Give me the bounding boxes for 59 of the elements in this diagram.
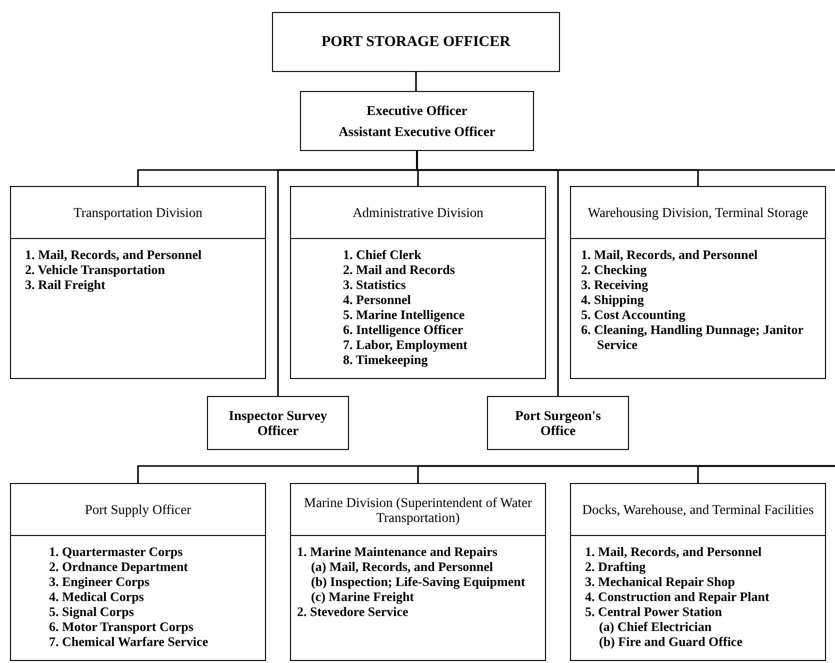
list-item: 2. Drafting (585, 559, 647, 574)
list-item: 3. Mechanical Repair Shop (585, 574, 736, 589)
list-item: 1. Chief Clerk (343, 247, 422, 262)
officer-box (272, 12, 560, 72)
list-item: (b) Fire and Guard Office (599, 634, 744, 649)
division-heading: Administrative Division (352, 205, 484, 220)
division-box (290, 186, 546, 379)
division-heading: Marine Division (Superintendent of Water Transportation) (302, 494, 534, 524)
list-item: 5. Signal Corps (49, 604, 135, 619)
division-box (290, 483, 546, 661)
division-heading: Port Supply Officer (84, 502, 192, 517)
officer-box (487, 396, 629, 450)
list-item: 5. Cost Accounting (581, 307, 686, 322)
officer-title: Inspector Survey Officer (228, 408, 328, 438)
division-box (570, 483, 826, 661)
list-item: 1. Quartermaster Corps (49, 544, 184, 559)
officer-title: Assistant Executive Officer (338, 124, 496, 139)
list-item: 1. Marine Maintenance and Repairs (297, 544, 498, 559)
list-item: 3. Receiving (581, 277, 650, 292)
connector-line (697, 465, 835, 483)
officer-box (300, 91, 534, 151)
division-box (10, 483, 266, 661)
list-item: 2. Ordnance Department (49, 559, 190, 574)
division-heading: Warehousing Division, Terminal Storage (588, 205, 808, 220)
list-item: 7. Chemical Warfare Service (49, 634, 210, 649)
division-box (570, 186, 826, 379)
list-item: 4. Construction and Repair Plant (585, 589, 770, 604)
list-item: 6. Cleaning, Handling Dunnage; Janitor Service (581, 322, 804, 352)
list-item: 2. Vehicle Transportation (25, 262, 166, 277)
list-item: (a) Mail, Records, and Personnel (311, 559, 494, 574)
list-item: 6. Intelligence Officer (343, 322, 464, 337)
list-item: (b) Inspection; Life-Saving Equipment (311, 574, 526, 589)
officer-title: Executive Officer (366, 103, 468, 118)
list-item: 8. Timekeeping (343, 352, 429, 367)
list-item: 1. Mail, Records, and Personnel (581, 247, 759, 262)
list-item: 5. Central Power Station (585, 604, 723, 619)
division-box (10, 186, 266, 379)
list-item: 3. Statistics (343, 277, 407, 292)
officer-title: Port Surgeon's Office (514, 408, 602, 438)
division-heading: Transportation Division (74, 205, 202, 220)
list-item: 2. Mail and Records (343, 262, 456, 277)
list-item: 3. Engineer Corps (49, 574, 151, 589)
list-item: 4. Shipping (581, 292, 645, 307)
officer-title: PORT STORAGE OFFICER (322, 34, 510, 50)
list-item: 5. Marine Intelligence (343, 307, 466, 322)
division-heading: Docks, Warehouse, and Terminal Facilities (582, 502, 814, 517)
list-item: 1. Mail, Records, and Personnel (585, 544, 763, 559)
list-item: 7. Labor, Employment (343, 337, 468, 352)
list-item: 4. Personnel (343, 292, 412, 307)
list-item: (a) Chief Electrician (599, 619, 713, 634)
list-item: 4. Medical Corps (49, 589, 145, 604)
connector-line (415, 72, 417, 91)
officer-box (207, 396, 349, 450)
list-item: 1. Mail, Records, and Personnel (25, 247, 203, 262)
list-item: (c) Marine Freight (311, 589, 415, 604)
list-item: 6. Motor Transport Corps (49, 619, 194, 634)
list-item: 2. Stevedore Service (297, 604, 410, 619)
list-item: 2. Checking (581, 262, 648, 277)
list-item: 3. Rail Freight (25, 277, 106, 292)
